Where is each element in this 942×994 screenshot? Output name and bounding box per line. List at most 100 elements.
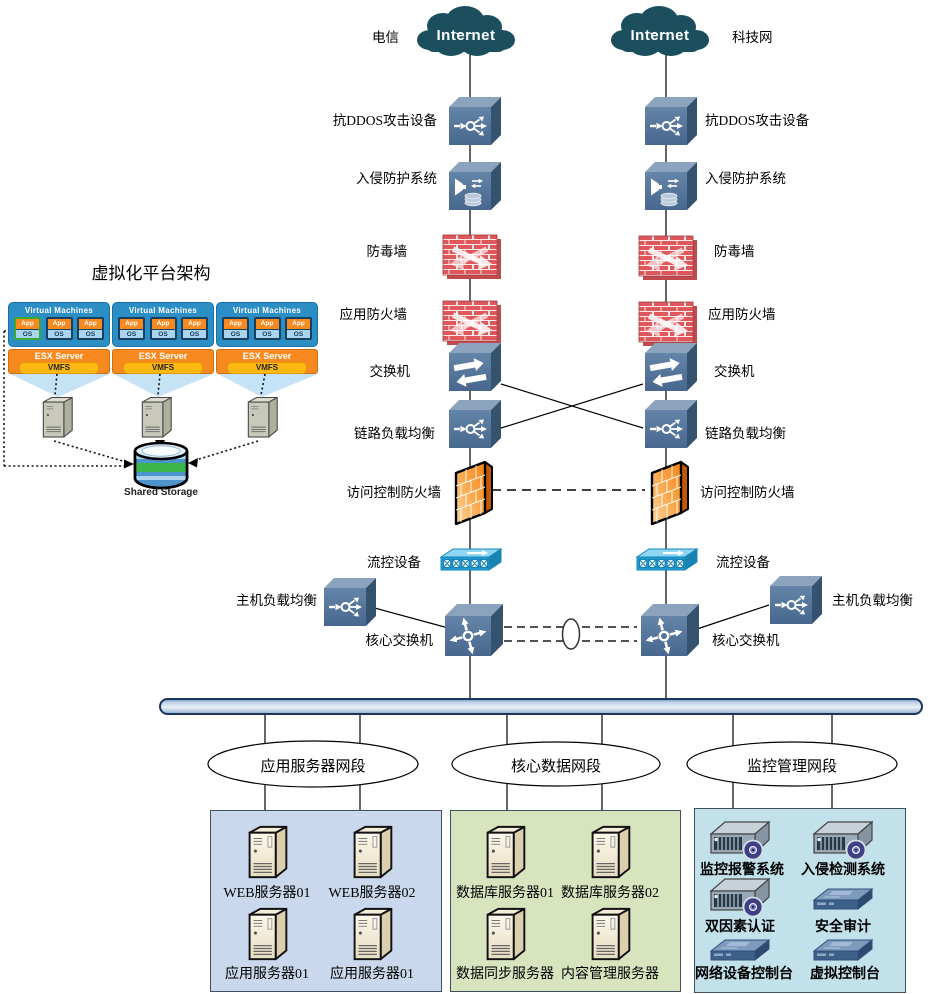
link-load-balancer-icon bbox=[643, 398, 699, 450]
vm-app-label: App bbox=[255, 319, 279, 330]
vmfs-label: VMFS bbox=[123, 362, 203, 374]
vm-app-label: App bbox=[224, 319, 247, 330]
vm-os-label: OS bbox=[293, 331, 304, 338]
switch-icon bbox=[643, 341, 699, 393]
label-acfw-right: 访问控制防火墙 bbox=[700, 485, 795, 500]
vm-os-label: OS bbox=[189, 331, 200, 338]
vm-app-label: App bbox=[287, 319, 310, 330]
rack-appliance-icon bbox=[811, 886, 875, 912]
monitor-item-label: 入侵检测系统 bbox=[801, 863, 885, 878]
flow-control-device-icon bbox=[437, 546, 505, 574]
vm-app-label: App bbox=[79, 319, 102, 330]
label-linklb-right: 链路负载均衡 bbox=[705, 426, 786, 441]
server-tower-icon bbox=[347, 824, 397, 882]
anti-ddos-device-icon bbox=[643, 95, 699, 147]
label-linklb-left: 链路负载均衡 bbox=[354, 426, 435, 441]
anti-ddos-device-icon bbox=[447, 95, 503, 147]
label-ddos-right: 抗DDOS攻击设备 bbox=[705, 113, 810, 128]
server-tower-icon bbox=[480, 824, 530, 882]
label-flow-right: 流控设备 bbox=[716, 555, 770, 570]
monitor-item-label: 虚拟控制台 bbox=[810, 967, 880, 982]
ips-device-icon bbox=[447, 160, 503, 212]
label-ips-left: 入侵防护系统 bbox=[356, 171, 437, 186]
esx-host-server-icon bbox=[243, 394, 281, 442]
label-hostlb-left: 主机负载均衡 bbox=[236, 593, 317, 608]
esx-server-bar: ESX Server VMFS bbox=[8, 349, 110, 374]
label-core-left: 核心交换机 bbox=[365, 633, 434, 648]
server-label: 数据库服务器02 bbox=[561, 886, 659, 901]
label-acfw-left: 访问控制防火墙 bbox=[346, 485, 442, 500]
vm-os-label: OS bbox=[262, 331, 272, 338]
vm-app-label: App bbox=[16, 319, 39, 330]
rack-appliance-icon bbox=[811, 937, 875, 963]
segment-name-monitor: 监控管理网段 bbox=[746, 759, 838, 775]
virtualization-title: 虚拟化平台架构 bbox=[91, 264, 211, 283]
server-label: 应用服务器01 bbox=[225, 967, 309, 982]
label-appfw-right: 应用防火墙 bbox=[708, 307, 776, 322]
label-antivirus-left: 防毒墙 bbox=[366, 244, 408, 259]
esx-host-server-icon bbox=[137, 394, 175, 442]
label-switch-right: 交换机 bbox=[714, 364, 755, 379]
rack-appliance-icon bbox=[708, 937, 772, 963]
core-switch-icon bbox=[443, 600, 505, 660]
app-firewall-icon bbox=[441, 295, 503, 347]
vm-os-label: OS bbox=[158, 331, 168, 338]
segment-name-data: 核心数据网段 bbox=[510, 759, 602, 775]
label-ips-right: 入侵防护系统 bbox=[705, 171, 786, 186]
server-tower-icon bbox=[480, 906, 530, 964]
server-label: WEB服务器02 bbox=[328, 886, 416, 901]
server-label: 应用服务器01 bbox=[330, 967, 414, 982]
vm-group-title: Virtual Machines bbox=[24, 306, 94, 315]
link-load-balancer-icon bbox=[447, 398, 503, 450]
server-label: 数据库服务器01 bbox=[456, 886, 554, 901]
vm-group-title: Virtual Machines bbox=[232, 306, 302, 315]
label-right-isp: 科技网 bbox=[732, 30, 773, 45]
server-tower-icon bbox=[585, 906, 635, 964]
label-left-isp: 电信 bbox=[372, 30, 399, 45]
core-switch-icon bbox=[639, 600, 701, 660]
server-tower-icon bbox=[585, 824, 635, 882]
label-flow-left: 流控设备 bbox=[367, 555, 421, 570]
vm-app-label: App bbox=[47, 319, 71, 330]
label-hostlb-right: 主机负载均衡 bbox=[832, 593, 913, 608]
monitor-item-label: 安全审计 bbox=[815, 920, 871, 935]
rack-server-disc-icon bbox=[707, 874, 773, 920]
rack-server-disc-icon bbox=[707, 817, 773, 863]
server-label: 数据同步服务器 bbox=[456, 967, 554, 982]
monitor-item-label: 双因素认证 bbox=[705, 920, 775, 935]
shared-storage-label: Shared Storage bbox=[124, 487, 198, 498]
internet-label: Internet bbox=[436, 27, 496, 44]
vm-os-label: OS bbox=[54, 331, 64, 338]
server-tower-icon bbox=[347, 906, 397, 964]
server-label: 内容管理服务器 bbox=[561, 967, 659, 982]
esx-label: ESX Server bbox=[34, 351, 84, 361]
esx-server-bar: ESX Server VMFS bbox=[216, 349, 318, 374]
label-switch-left: 交换机 bbox=[369, 364, 411, 379]
vm-os-label: OS bbox=[85, 331, 96, 338]
host-load-balancer-icon bbox=[768, 574, 824, 626]
esx-server-bar: ESX Server VMFS bbox=[112, 349, 214, 374]
vm-os-label: OS bbox=[126, 331, 137, 338]
ips-device-icon bbox=[643, 160, 699, 212]
monitor-item-label: 监控报警系统 bbox=[700, 863, 784, 878]
vm-app-label: App bbox=[183, 319, 206, 330]
vm-group-title: Virtual Machines bbox=[128, 306, 198, 315]
shared-storage-icon bbox=[130, 440, 192, 492]
vmfs-label: VMFS bbox=[19, 362, 99, 374]
antivirus-wall-icon bbox=[441, 229, 503, 281]
esx-label: ESX Server bbox=[138, 351, 188, 361]
antivirus-wall-icon bbox=[637, 230, 699, 282]
